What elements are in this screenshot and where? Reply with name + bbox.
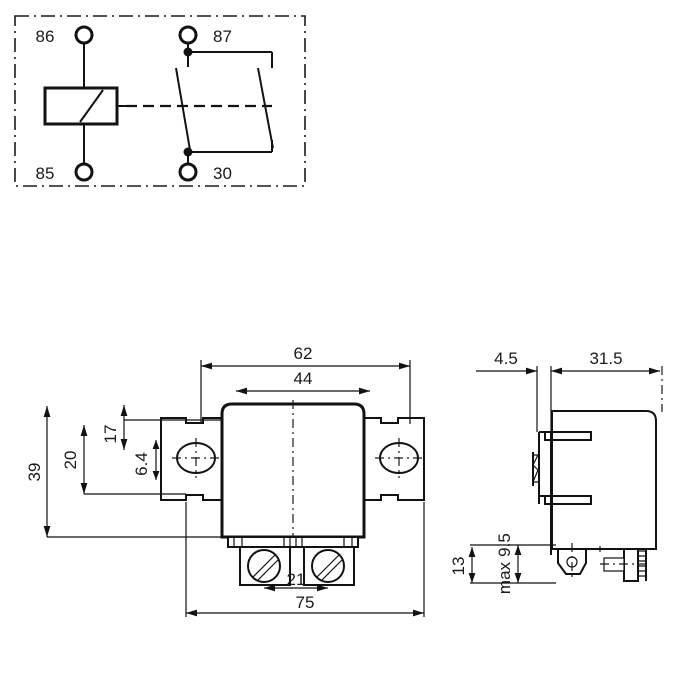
terminal-30-circle: [178, 162, 198, 182]
dimension-max-9-5: 9.5 max: [470, 533, 556, 594]
dim95-arrow-top: [514, 545, 522, 555]
side-view: 4.5 31.5 9.5 max: [449, 349, 663, 594]
dim21-arrow-left: [264, 584, 275, 592]
dim13-arrow-top: [468, 547, 476, 557]
dim75-arrow-right: [413, 609, 424, 617]
dimension-17: 17: [101, 405, 222, 450]
blade-terminal-1: [233, 536, 243, 548]
terminal-87-label: 87: [213, 27, 232, 46]
dim44-text: 44: [294, 369, 313, 388]
dim17-arrow-bottom: [120, 439, 128, 450]
relay-body-side: [551, 410, 657, 550]
side-blade-serrations: [638, 550, 646, 577]
dim13-text: 13: [449, 557, 468, 576]
dim21-text: 21: [287, 570, 306, 589]
dim39-arrow-top: [43, 406, 51, 417]
dimension-6-4: 6.4: [132, 440, 160, 480]
dim17-text: 17: [101, 425, 120, 444]
dim95-text: 9.5: [495, 533, 514, 557]
relay-schematic: 86 87 85 30: [14, 15, 306, 187]
dim13-arrow-bottom: [468, 573, 476, 583]
dim45-text: 4.5: [494, 349, 518, 368]
dim21-arrow-right: [317, 584, 328, 592]
terminal-86-label: 86: [36, 27, 55, 46]
dim315-arrow-left: [551, 367, 562, 375]
dim44-arrow-right: [359, 387, 370, 395]
dim75-arrow-left: [186, 609, 197, 617]
blade-terminal-3: [295, 536, 303, 548]
dimension-4-5: 4.5: [476, 349, 538, 432]
left-screw-slot-a: [252, 554, 276, 578]
dim62-arrow-left: [201, 362, 212, 370]
terminal-87-circle: [178, 25, 198, 45]
dim95-arrow-bottom: [514, 573, 522, 583]
terminal-base-strip: [227, 536, 359, 548]
terminal-30-label: 30: [213, 164, 232, 183]
dim315-text: 31.5: [589, 349, 622, 368]
left-screw-slot-b: [257, 558, 280, 581]
dim64-text: 6.4: [132, 452, 151, 476]
dimension-21: 21: [264, 570, 328, 592]
dimension-31-5: 31.5: [550, 349, 663, 432]
terminal-86-circle: [74, 25, 94, 45]
dim315-arrow-right: [649, 367, 660, 375]
side-blade-body: [623, 548, 639, 582]
dim20-text: 20: [61, 451, 80, 470]
dim17-arrow-top: [120, 405, 128, 416]
dimension-44: 44: [236, 369, 370, 395]
dimension-20: 20: [61, 425, 186, 495]
front-view: 62 44 39 20: [25, 344, 425, 617]
dimension-75: 75: [185, 502, 425, 617]
dim62-text: 62: [294, 344, 313, 363]
dim62-arrow-right: [399, 362, 410, 370]
dim64-arrow-top: [152, 440, 160, 449]
right-screw-slot-b: [321, 558, 344, 581]
terminal-85-circle: [74, 162, 94, 182]
dimension-39: 39: [25, 406, 230, 538]
dim20-arrow-top: [80, 425, 88, 436]
dim45-arrow-right: [526, 367, 537, 375]
coil-rectangle: [43, 86, 119, 126]
dim75-text: 75: [296, 593, 315, 612]
contact-blade-right: [257, 67, 274, 149]
dim95-prefix-max: max: [495, 561, 514, 594]
dimension-62: 62: [200, 344, 411, 424]
dim64-arrow-bottom: [152, 471, 160, 480]
bracket-arm-lower: [539, 495, 592, 505]
dim20-arrow-bottom: [80, 483, 88, 494]
coil-diagonal: [79, 89, 104, 123]
right-screw-slot-a: [316, 554, 340, 578]
dim39-arrow-bottom: [43, 526, 51, 537]
schematic-border: [14, 15, 306, 187]
dim39-text: 39: [25, 463, 44, 482]
dimension-13: 13: [449, 547, 476, 583]
mounting-bracket-outline: [160, 417, 425, 501]
contact-blade-left: [175, 67, 191, 151]
dim44-arrow-left: [236, 387, 247, 395]
terminal-85-label: 85: [36, 164, 55, 183]
bracket-arm-upper: [539, 431, 592, 441]
